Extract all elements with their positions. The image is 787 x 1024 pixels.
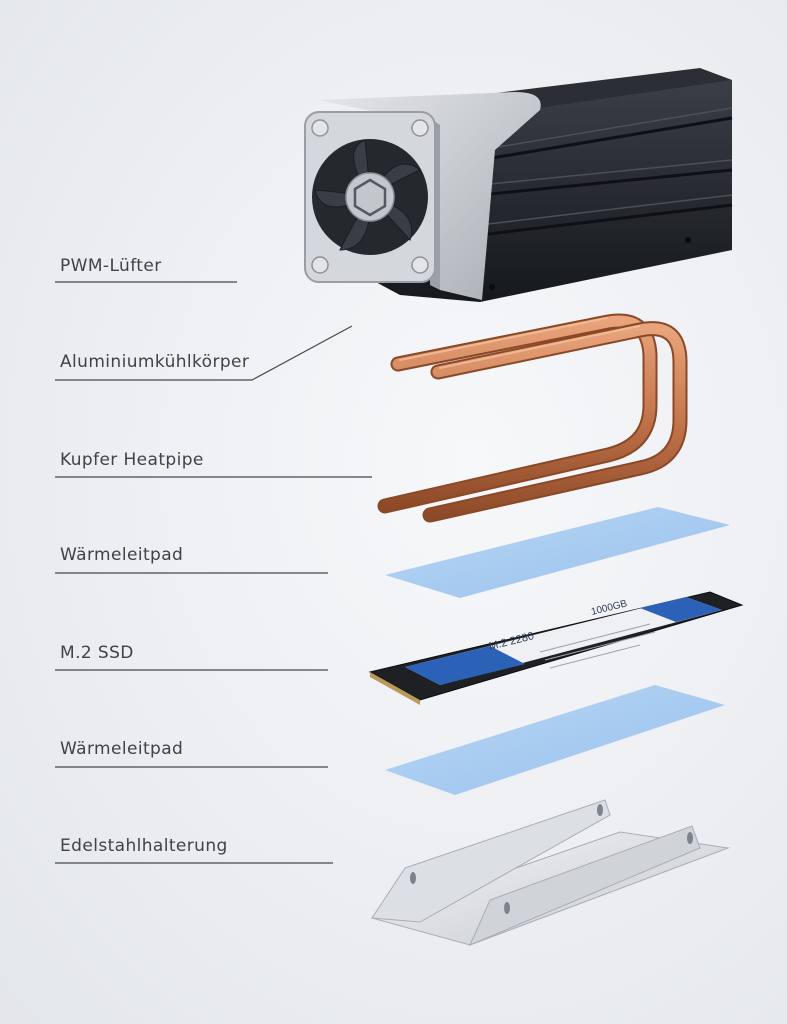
heatsink-with-fan — [304, 68, 733, 302]
label-heatpipe: Kupfer Heatpipe — [60, 450, 204, 470]
thermal-pad-bottom — [385, 685, 725, 795]
bracket-wall-left — [371, 799, 611, 923]
label-bracket: Edelstahlhalterung — [60, 836, 228, 856]
bracket-wall-right — [469, 825, 701, 946]
label-fan: PWM-Lüfter — [60, 256, 162, 276]
logo-icon — [353, 178, 387, 217]
heatsink-fins — [479, 116, 733, 237]
ssd-sticker-blue — [405, 646, 525, 685]
copper-heatpipe — [377, 313, 688, 523]
m2-ssd: M.2 2280 1000GB — [368, 591, 744, 705]
label-thermal-pad-bottom: Wärmeleitpad — [60, 739, 184, 759]
label-heatsink: Aluminiumkühlkörper — [60, 352, 250, 372]
leader-lines — [55, 281, 372, 864]
fan-screws — [311, 119, 429, 274]
label-thermal-pad-top: Wärmeleitpad — [60, 545, 184, 565]
label-ssd: M.2 SSD — [60, 643, 134, 663]
stainless-bracket — [370, 799, 730, 946]
fan-shroud — [318, 92, 541, 300]
thermal-pad-top — [385, 507, 730, 598]
leader-line-heatsink — [55, 325, 353, 381]
